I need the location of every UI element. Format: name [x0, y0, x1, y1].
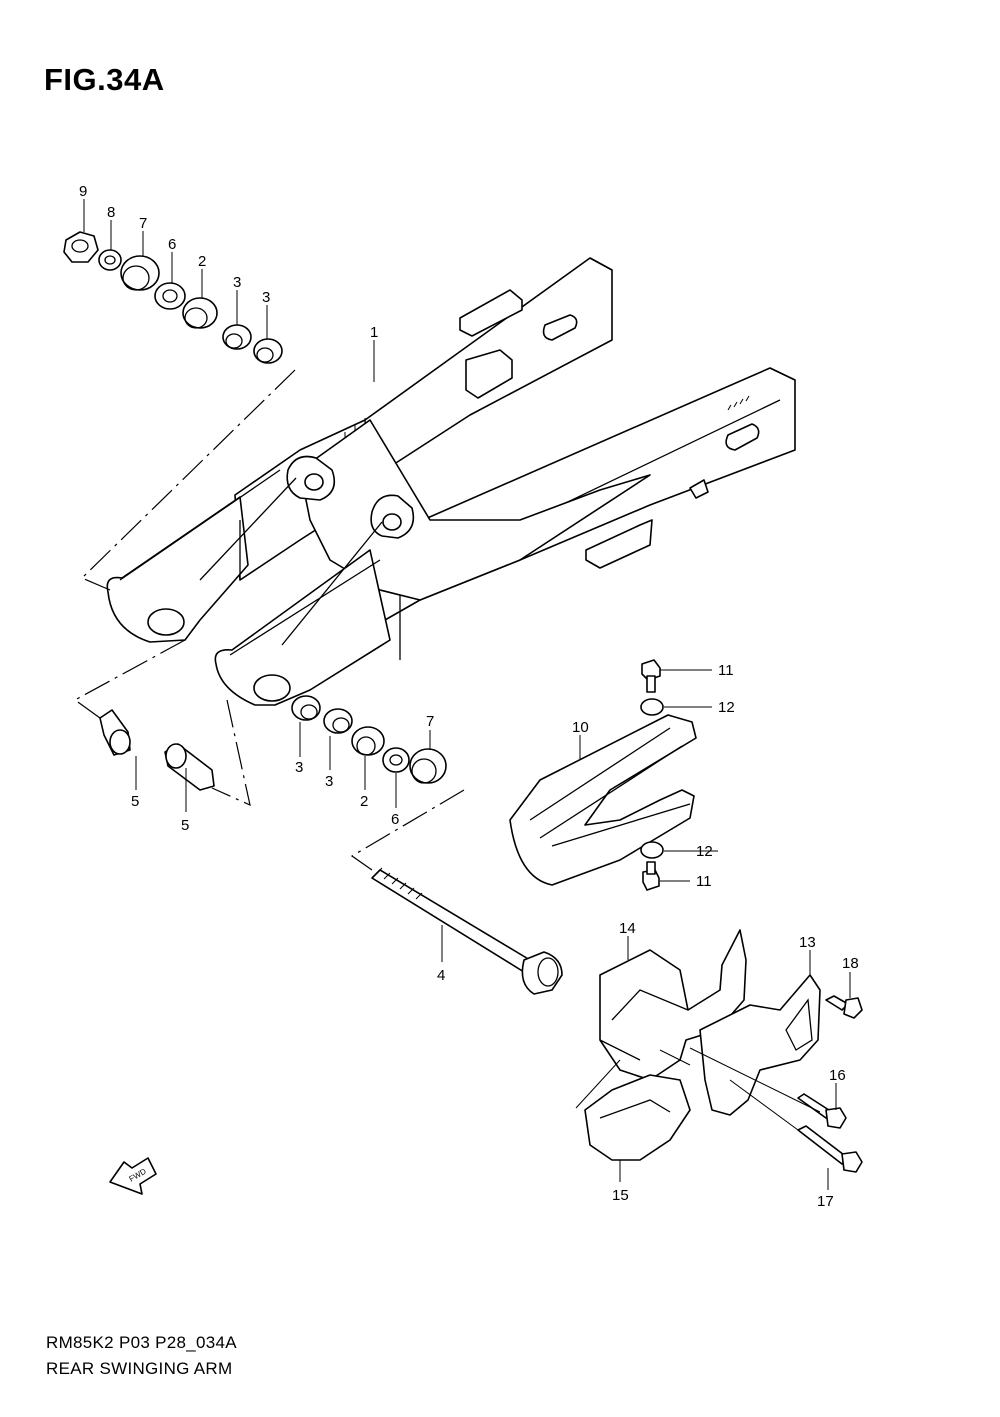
- callout-2-lower: 2: [360, 793, 368, 810]
- callout-13: 13: [799, 934, 816, 951]
- upper-pivot-hardware: [63, 199, 375, 591]
- pivot-bolt: [371, 867, 563, 995]
- callout-6-upper: 6: [168, 236, 176, 253]
- callout-5-a: 5: [131, 793, 139, 810]
- callout-18: 18: [842, 955, 859, 972]
- chain-guide: [509, 659, 718, 891]
- callout-6-lower: 6: [391, 811, 399, 828]
- callout-4: 4: [437, 967, 445, 984]
- callout-14: 14: [619, 920, 636, 937]
- callout-11-top: 11: [718, 662, 734, 679]
- callout-17: 17: [817, 1193, 834, 1210]
- callout-3-upper-a: 3: [233, 274, 241, 291]
- callout-5-b: 5: [181, 817, 189, 834]
- callout-11-bottom: 11: [696, 873, 712, 890]
- fwd-arrow-icon: FWD: [109, 1157, 157, 1195]
- diagram-name: REAR SWINGING ARM: [46, 1359, 233, 1378]
- sprocket-guard-assembly: [575, 929, 863, 1190]
- callout-3-upper-b: 3: [262, 289, 270, 306]
- callout-7-upper: 7: [139, 215, 147, 232]
- callout-16: 16: [829, 1067, 846, 1084]
- callout-15: 15: [612, 1187, 629, 1204]
- callout-1: 1: [370, 324, 378, 341]
- lower-pivot-hardware: [73, 639, 465, 871]
- callout-labels: 9 8 7 6 2 3 3 1 5 5 3 3 2 6 7 4 10 11 12…: [79, 183, 859, 1210]
- figure-title: FIG.34A: [44, 62, 165, 97]
- callout-7-lower: 7: [426, 713, 434, 730]
- callout-3-lower-a: 3: [295, 759, 303, 776]
- callout-12-bottom: 12: [696, 843, 713, 860]
- diagram-code: RM85K2 P03 P28_034A: [46, 1333, 237, 1352]
- callout-2-upper: 2: [198, 253, 206, 270]
- callout-12-top: 12: [718, 699, 735, 716]
- callout-9: 9: [79, 183, 87, 200]
- callout-3-lower-b: 3: [325, 773, 333, 790]
- swing-arm: [106, 257, 796, 706]
- callout-10: 10: [572, 719, 589, 736]
- callout-8: 8: [107, 204, 115, 221]
